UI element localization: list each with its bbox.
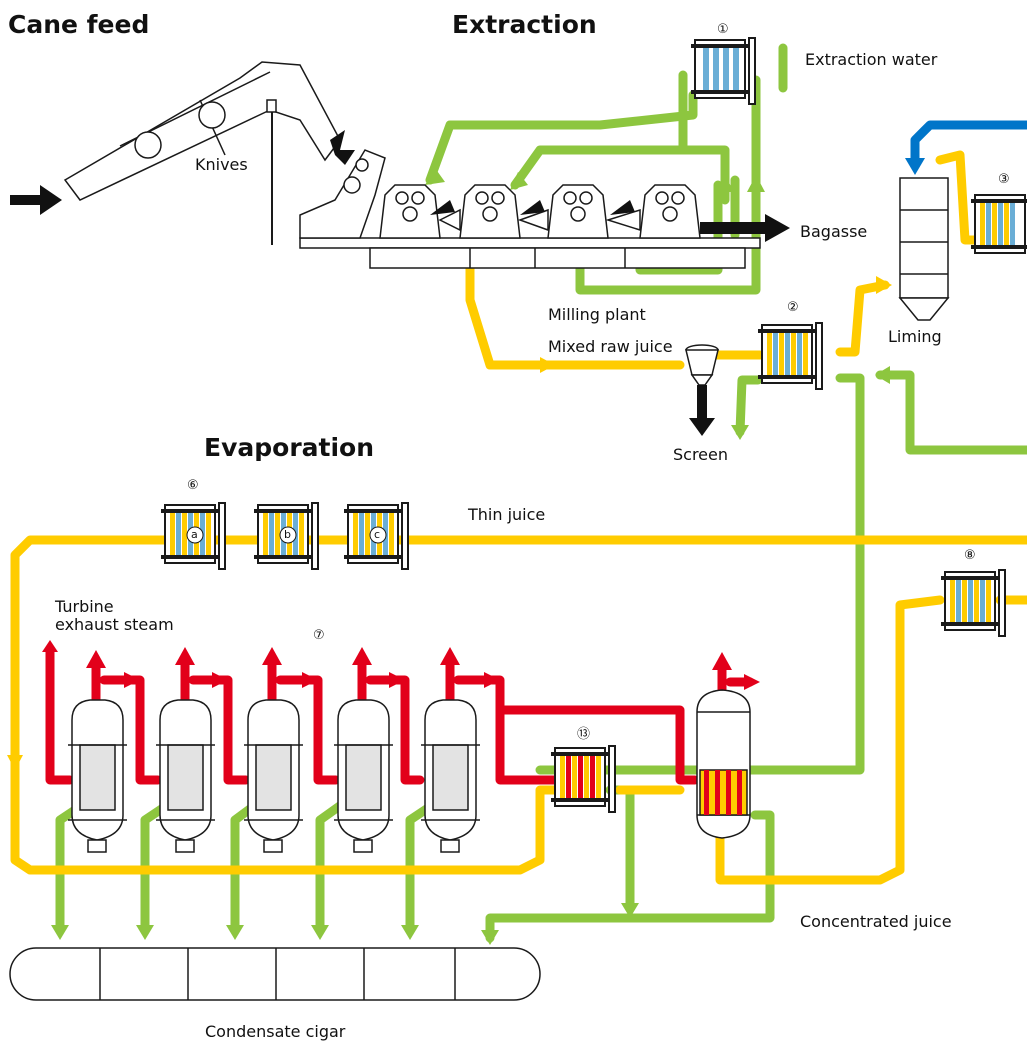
flow-arrowheads	[7, 158, 925, 945]
evaporator-effect-1	[68, 699, 127, 853]
screen-outlet-arrow	[689, 385, 715, 436]
screen-unit	[685, 344, 719, 386]
evaporator-effect-3	[244, 699, 303, 853]
marker-hx-3: ③	[998, 172, 1010, 187]
cane-feed-conveyor	[63, 61, 341, 245]
heading-extraction: Extraction	[452, 10, 597, 39]
steam-pipes	[45, 645, 755, 785]
condensate-cigar-vessel	[9, 947, 541, 1001]
cane-inlet-arrow	[10, 185, 62, 215]
marker-hx-1: ①	[717, 22, 729, 37]
marker-hx-6: ⑥	[187, 478, 199, 493]
label-turbine: Turbine	[55, 597, 114, 616]
heat-exchanger-6b	[253, 502, 319, 570]
milling-plant	[299, 149, 761, 269]
separator-vessel	[696, 689, 751, 839]
heat-exchanger-6c	[343, 502, 409, 570]
heat-exchanger-13	[550, 745, 616, 813]
heading-cane-feed: Cane feed	[8, 10, 150, 39]
label-milling-plant: Milling plant	[548, 305, 646, 324]
marker-sub-a: a	[191, 528, 198, 541]
heat-exchanger-2	[757, 322, 823, 390]
heat-exchanger-3	[970, 192, 1027, 260]
label-mixed-raw-juice: Mixed raw juice	[548, 337, 673, 356]
chute-arrow	[330, 130, 355, 165]
cold-water-pipe	[910, 120, 1027, 170]
label-thin-juice: Thin juice	[468, 505, 546, 524]
mill-carrier-arrows	[430, 200, 635, 215]
marker-sub-b: b	[284, 528, 291, 541]
label-extraction-water: Extraction water	[805, 50, 938, 69]
evaporator-effect-4	[334, 699, 393, 853]
evaporator-bodies	[68, 699, 480, 853]
label-concentrated-juice: Concentrated juice	[800, 912, 952, 931]
marker-hx-2: ②	[787, 300, 799, 315]
liming-tank	[898, 177, 950, 321]
heading-evaporation: Evaporation	[204, 433, 375, 462]
marker-hx-13: ⑬	[577, 727, 591, 742]
label-knives: Knives	[195, 155, 248, 174]
marker-hx-7: ⑦	[313, 628, 325, 643]
heat-exchanger-8	[940, 569, 1006, 637]
juice-pipes	[10, 150, 1027, 885]
evaporator-effect-5	[421, 699, 480, 853]
bagasse-arrow	[700, 214, 790, 242]
marker-sub-c: c	[374, 528, 381, 541]
label-bagasse: Bagasse	[800, 222, 868, 241]
label-exhaust-steam: exhaust steam	[55, 615, 174, 634]
heat-exchanger-1	[690, 37, 756, 105]
marker-hx-8: ⑧	[964, 548, 976, 563]
label-condensate-cigar: Condensate cigar	[205, 1022, 346, 1041]
heat-exchanger-6a	[160, 502, 226, 570]
label-screen: Screen	[673, 445, 729, 464]
evaporator-effect-2	[156, 699, 215, 853]
label-liming: Liming	[888, 327, 942, 346]
